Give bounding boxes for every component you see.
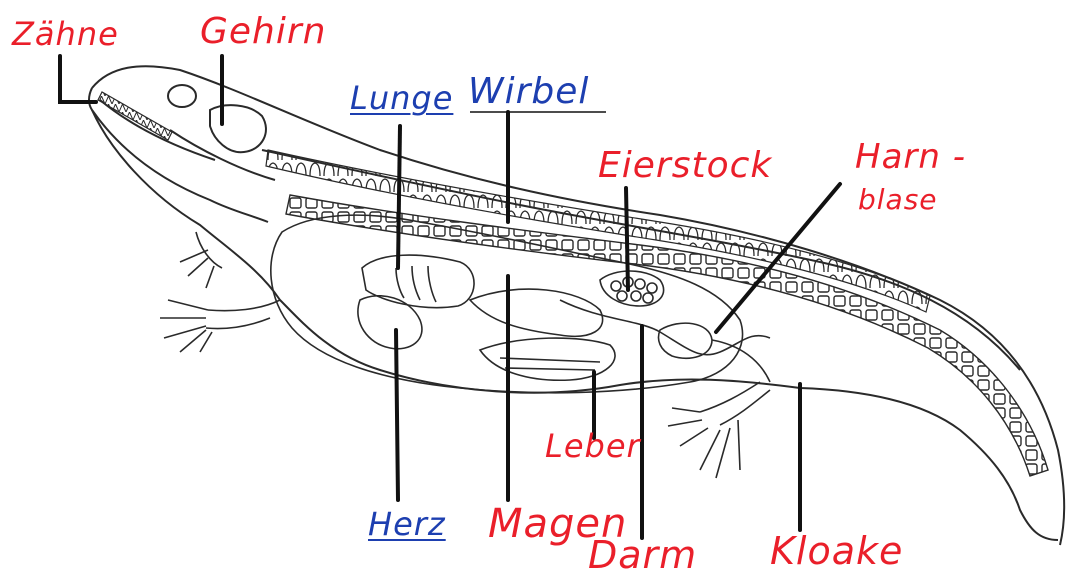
label-wirbel: Wirbel	[468, 74, 589, 110]
hind-foot	[668, 408, 740, 478]
label-zaehne: Zähne	[12, 18, 119, 50]
pointer-zaehne	[60, 56, 96, 102]
label-darm: Darm	[588, 536, 697, 574]
bladder	[659, 323, 713, 358]
label-gehirn: Gehirn	[200, 14, 326, 50]
label-blase: blase	[858, 186, 938, 214]
lung	[362, 255, 474, 307]
eye	[168, 85, 196, 107]
front-leg-lower	[206, 300, 280, 329]
heart	[358, 296, 422, 349]
pointer-lines	[60, 56, 840, 538]
stomach	[470, 289, 603, 336]
label-leber: Leber	[545, 430, 641, 462]
front-leg-upper	[180, 232, 222, 288]
label-eierstock: Eierstock	[598, 148, 772, 184]
label-lunge: Lunge	[350, 82, 453, 114]
label-kloake: Kloake	[770, 532, 903, 570]
ovary	[600, 271, 664, 306]
front-foot	[160, 300, 212, 352]
pointer-lunge	[398, 126, 400, 268]
label-harn: Harn -	[855, 140, 966, 174]
hind-leg	[700, 382, 770, 425]
pointer-herz	[396, 330, 398, 500]
brain	[210, 105, 266, 152]
label-herz: Herz	[368, 508, 446, 540]
pointer-eierstock	[626, 188, 628, 290]
